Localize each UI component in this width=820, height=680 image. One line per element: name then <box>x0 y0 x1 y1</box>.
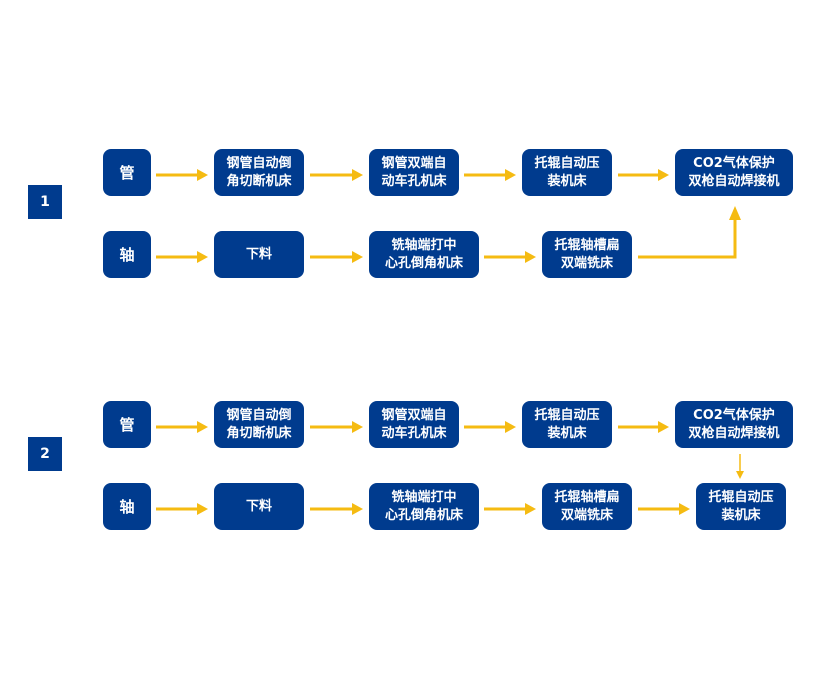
arrow-head <box>505 169 516 181</box>
diagram-1-tube-step-3: 托辊自动压装机床 <box>522 149 612 196</box>
arrow-head <box>525 503 536 515</box>
arrow-head <box>197 503 208 515</box>
arrow-head <box>505 421 516 433</box>
diagram-1-number: 1 <box>28 185 62 219</box>
arrow-head <box>352 503 363 515</box>
diagram-2-shaft-step-4: 托辊自动压装机床 <box>696 483 786 530</box>
diagram-1-shaft-step-3: 托辊轴槽扁双端铣床 <box>542 231 632 278</box>
arrow-head <box>658 421 669 433</box>
diagram-2-shaft-step-3: 托辊轴槽扁双端铣床 <box>542 483 632 530</box>
diagram-2-tube-step-2: 钢管双端自动车孔机床 <box>369 401 459 448</box>
diagram-2-shaft-start: 轴 <box>103 483 151 530</box>
arrow-head <box>736 471 744 479</box>
diagram-2-tube-step-3: 托辊自动压装机床 <box>522 401 612 448</box>
diagram-2-shaft-step-1: 下料 <box>214 483 304 530</box>
arrow-head <box>658 169 669 181</box>
arrow-head <box>197 421 208 433</box>
arrow-head <box>729 206 741 220</box>
diagram-1-tube-step-2: 钢管双端自动车孔机床 <box>369 149 459 196</box>
diagram-2-shaft-step-2: 铣轴端打中心孔倒角机床 <box>369 483 479 530</box>
arrow-head <box>352 251 363 263</box>
diagram-1-tube-step-4: CO2气体保护双枪自动焊接机 <box>675 149 793 196</box>
arrow-head <box>352 421 363 433</box>
diagram-1-shaft-step-1: 下料 <box>214 231 304 278</box>
diagram-2-tube-start: 管 <box>103 401 151 448</box>
diagram-2-number: 2 <box>28 437 62 471</box>
arrow-head <box>679 503 690 515</box>
arrow-head <box>197 251 208 263</box>
arrow-head <box>352 169 363 181</box>
diagram-2-tube-step-4: CO2气体保护双枪自动焊接机 <box>675 401 793 448</box>
diagram-1-tube-start: 管 <box>103 149 151 196</box>
arrow-elbow <box>638 218 737 259</box>
arrow-head <box>197 169 208 181</box>
arrow-head <box>525 251 536 263</box>
diagram-1-tube-step-1: 钢管自动倒角切断机床 <box>214 149 304 196</box>
diagram-1-shaft-start: 轴 <box>103 231 151 278</box>
diagram-1-shaft-step-2: 铣轴端打中心孔倒角机床 <box>369 231 479 278</box>
diagram-2-tube-step-1: 钢管自动倒角切断机床 <box>214 401 304 448</box>
